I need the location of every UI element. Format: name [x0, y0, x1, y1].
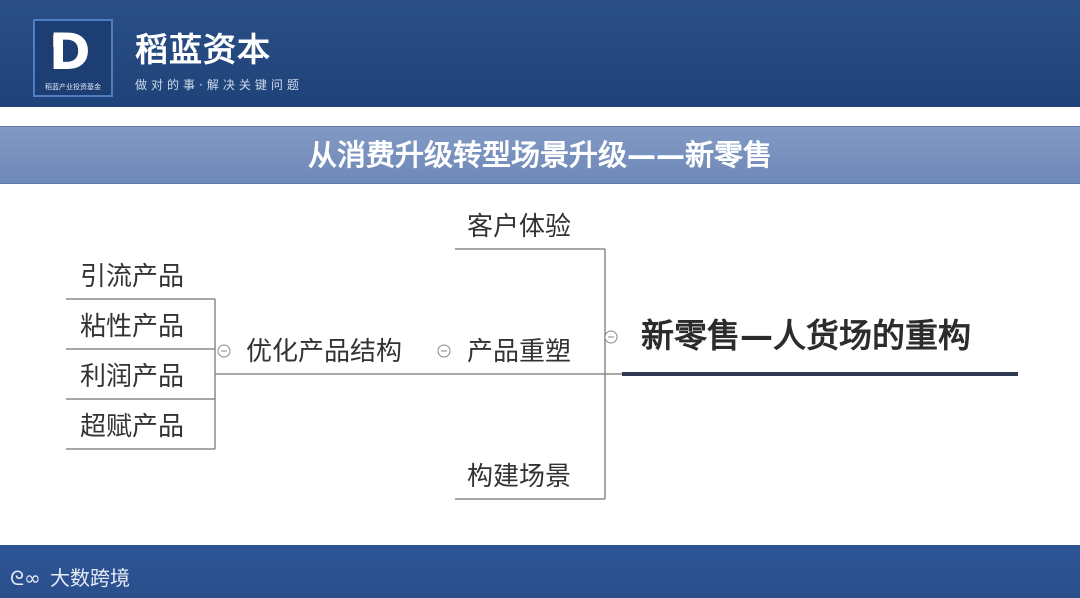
- brand-name: 稻蓝资本: [135, 30, 271, 69]
- minus-circle-icon[interactable]: [217, 344, 231, 358]
- brand-slogan: 做对的事·解决关键问题: [135, 78, 303, 92]
- page-title: 从消费升级转型场景升级——新零售: [307, 138, 772, 172]
- node-product-reshape[interactable]: 产品重塑: [467, 337, 572, 367]
- mindmap-root[interactable]: 新零售—人货场的重构: [641, 316, 971, 355]
- minus-circle-icon[interactable]: [604, 330, 618, 344]
- node-premium-product[interactable]: 超赋产品: [80, 412, 185, 442]
- node-optimize-structure[interactable]: 优化产品结构: [246, 337, 403, 367]
- brand-mark-icon: ᘓ∞: [10, 566, 41, 590]
- brand-logo: D 稻蓝产业投资基金: [33, 19, 113, 97]
- logo-caption: 稻蓝产业投资基金: [45, 83, 101, 91]
- title-bar: 从消费升级转型场景升级——新零售: [0, 126, 1080, 184]
- footer-bar: ᘓ∞ 大数跨境: [0, 545, 1080, 598]
- footer-brand: 大数跨境: [50, 566, 130, 590]
- header-bar: D 稻蓝产业投资基金 稻蓝资本 做对的事·解决关键问题: [0, 0, 1080, 107]
- brand-logo-icon: D: [49, 23, 91, 81]
- logo-accent-shape: [53, 35, 62, 47]
- node-traffic-product[interactable]: 引流产品: [80, 262, 185, 292]
- node-sticky-product[interactable]: 粘性产品: [80, 312, 185, 342]
- node-build-scene[interactable]: 构建场景: [467, 462, 572, 492]
- node-profit-product[interactable]: 利润产品: [80, 362, 185, 392]
- minus-circle-icon[interactable]: [437, 344, 451, 358]
- node-customer-experience[interactable]: 客户体验: [467, 212, 572, 242]
